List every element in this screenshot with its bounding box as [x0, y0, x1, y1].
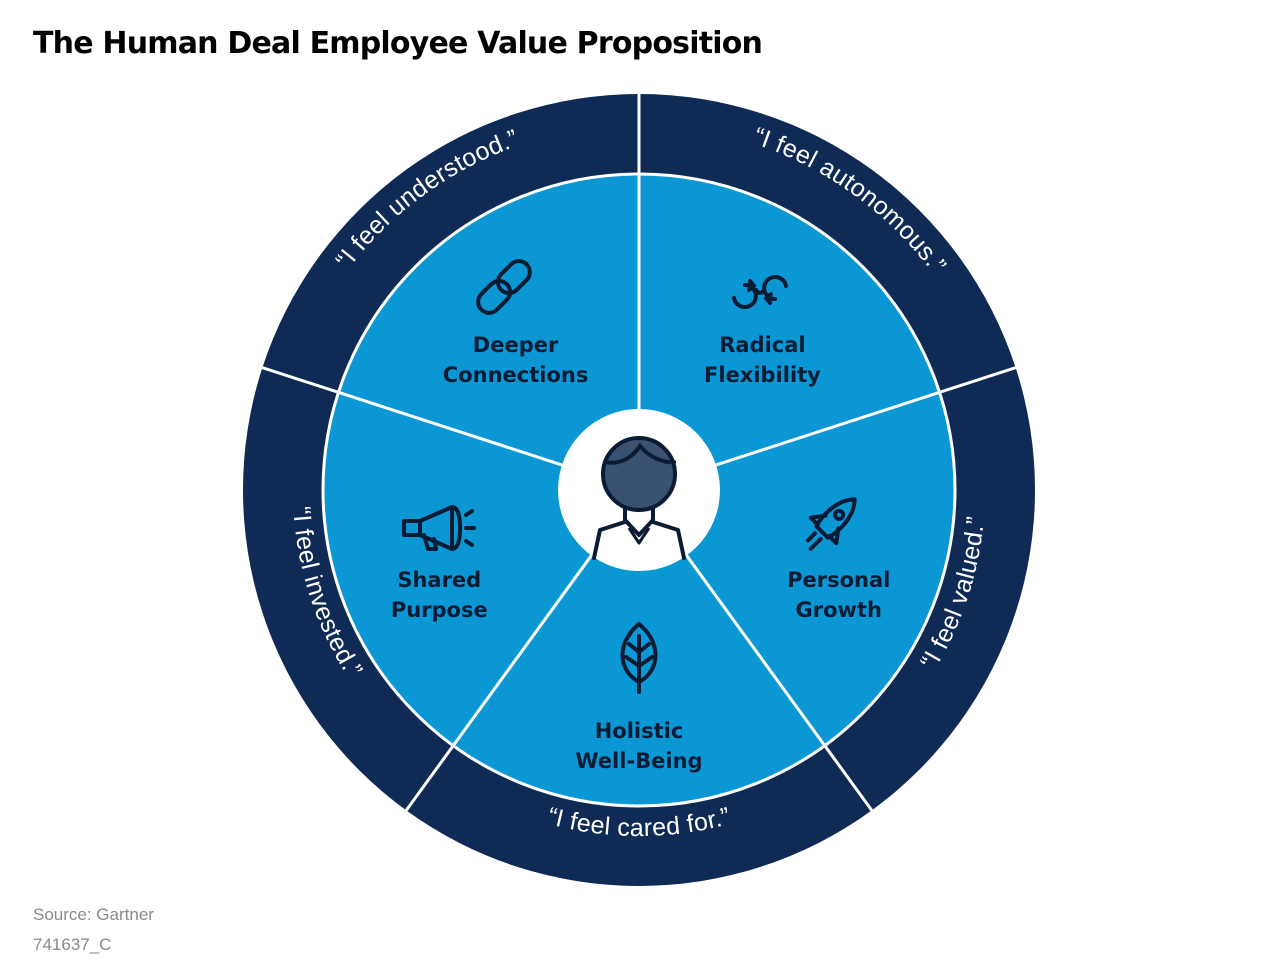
page-title: The Human Deal Employee Value Propositio…	[33, 26, 763, 61]
segment-label-shared-purpose: Purpose	[391, 598, 488, 622]
segment-label-personal-growth: Growth	[796, 598, 882, 622]
segment-label-personal-growth: Personal	[787, 568, 890, 592]
megaphone-icon	[402, 505, 476, 551]
inner-divider-0	[338, 390, 571, 469]
segment-label-holistic-well-being: Holistic	[595, 719, 684, 743]
source-note: Source: Gartner	[33, 905, 154, 924]
segment-label-shared-purpose: Shared	[397, 568, 481, 592]
inner-segment-radical-flexibility	[639, 174, 940, 490]
segment-label-holistic-well-being: Well-Being	[575, 749, 702, 773]
segment-label-deeper-connections: Deeper	[473, 333, 559, 357]
inner-divider-4	[452, 548, 598, 747]
segment-label-radical-flexibility: Radical	[719, 333, 805, 357]
outer-divider-4	[260, 365, 339, 394]
segment-label-deeper-connections: Connections	[443, 363, 589, 387]
inner-divider-2	[707, 390, 940, 469]
person-icon	[558, 409, 720, 571]
inner-segment-deeper-connections	[338, 174, 639, 490]
figure-code: 741637_C	[33, 935, 112, 954]
segment-label-radical-flexibility: Flexibility	[704, 363, 821, 387]
rocket-icon	[805, 497, 857, 551]
loop-arrows-icon	[732, 275, 788, 309]
outer-divider-1	[939, 365, 1018, 394]
inner-divider-3	[680, 548, 826, 747]
chain-link-icon	[476, 259, 532, 315]
outer-divider-2	[823, 744, 875, 813]
outer-divider-3	[403, 744, 455, 813]
leaf-icon	[620, 622, 658, 694]
